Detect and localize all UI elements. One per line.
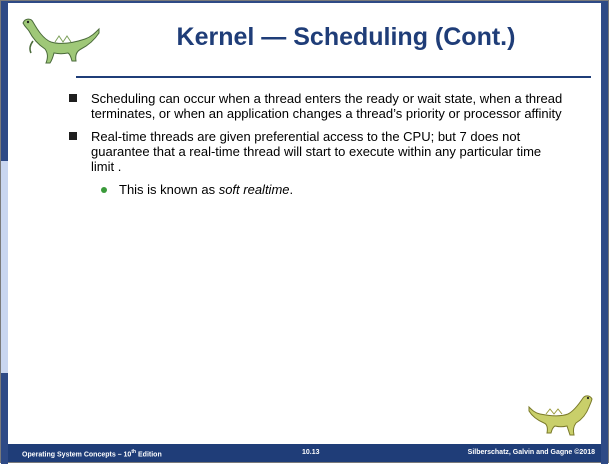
sub-bullet-prefix: This is known as bbox=[119, 182, 219, 197]
sub-bullet-emphasis: soft realtime bbox=[218, 182, 290, 197]
footer-superscript: th bbox=[131, 449, 137, 455]
slide-title: Kernel — Scheduling (Cont.) bbox=[176, 23, 516, 51]
round-bullet-icon bbox=[101, 187, 107, 193]
left-accent-bar bbox=[1, 1, 8, 464]
dinosaur-logo-icon bbox=[22, 18, 100, 64]
top-border bbox=[8, 1, 601, 3]
footer-slide-number: 10.13 bbox=[302, 449, 320, 456]
title-divider bbox=[76, 76, 591, 78]
bullet-text: Scheduling can occur when a thread enter… bbox=[91, 91, 563, 121]
bullet-item: Real-time threads are given preferential… bbox=[63, 129, 563, 174]
square-bullet-icon bbox=[69, 94, 77, 102]
footer-book-title-text: Operating System Concepts – 10 bbox=[22, 451, 132, 459]
bullet-text: Real-time threads are given preferential… bbox=[91, 129, 542, 174]
left-accent-highlight bbox=[1, 161, 8, 373]
dinosaur-logo-icon bbox=[528, 395, 593, 436]
square-bullet-icon bbox=[69, 132, 77, 140]
bullet-item: Scheduling can occur when a thread enter… bbox=[63, 91, 563, 121]
sub-bullet-item: This is known as soft realtime. bbox=[91, 182, 563, 197]
footer-edition-text: Edition bbox=[136, 451, 162, 459]
footer-book-title: Operating System Concepts – 10th Edition bbox=[22, 449, 162, 458]
footer-bar: Operating System Concepts – 10th Edition… bbox=[8, 444, 601, 462]
sub-bullet-suffix: . bbox=[289, 182, 294, 197]
slide-body: Scheduling can occur when a thread enter… bbox=[63, 91, 563, 197]
right-accent-bar bbox=[601, 1, 608, 464]
footer-authors: Silberschatz, Galvin and Gagne ©2018 bbox=[467, 449, 595, 456]
